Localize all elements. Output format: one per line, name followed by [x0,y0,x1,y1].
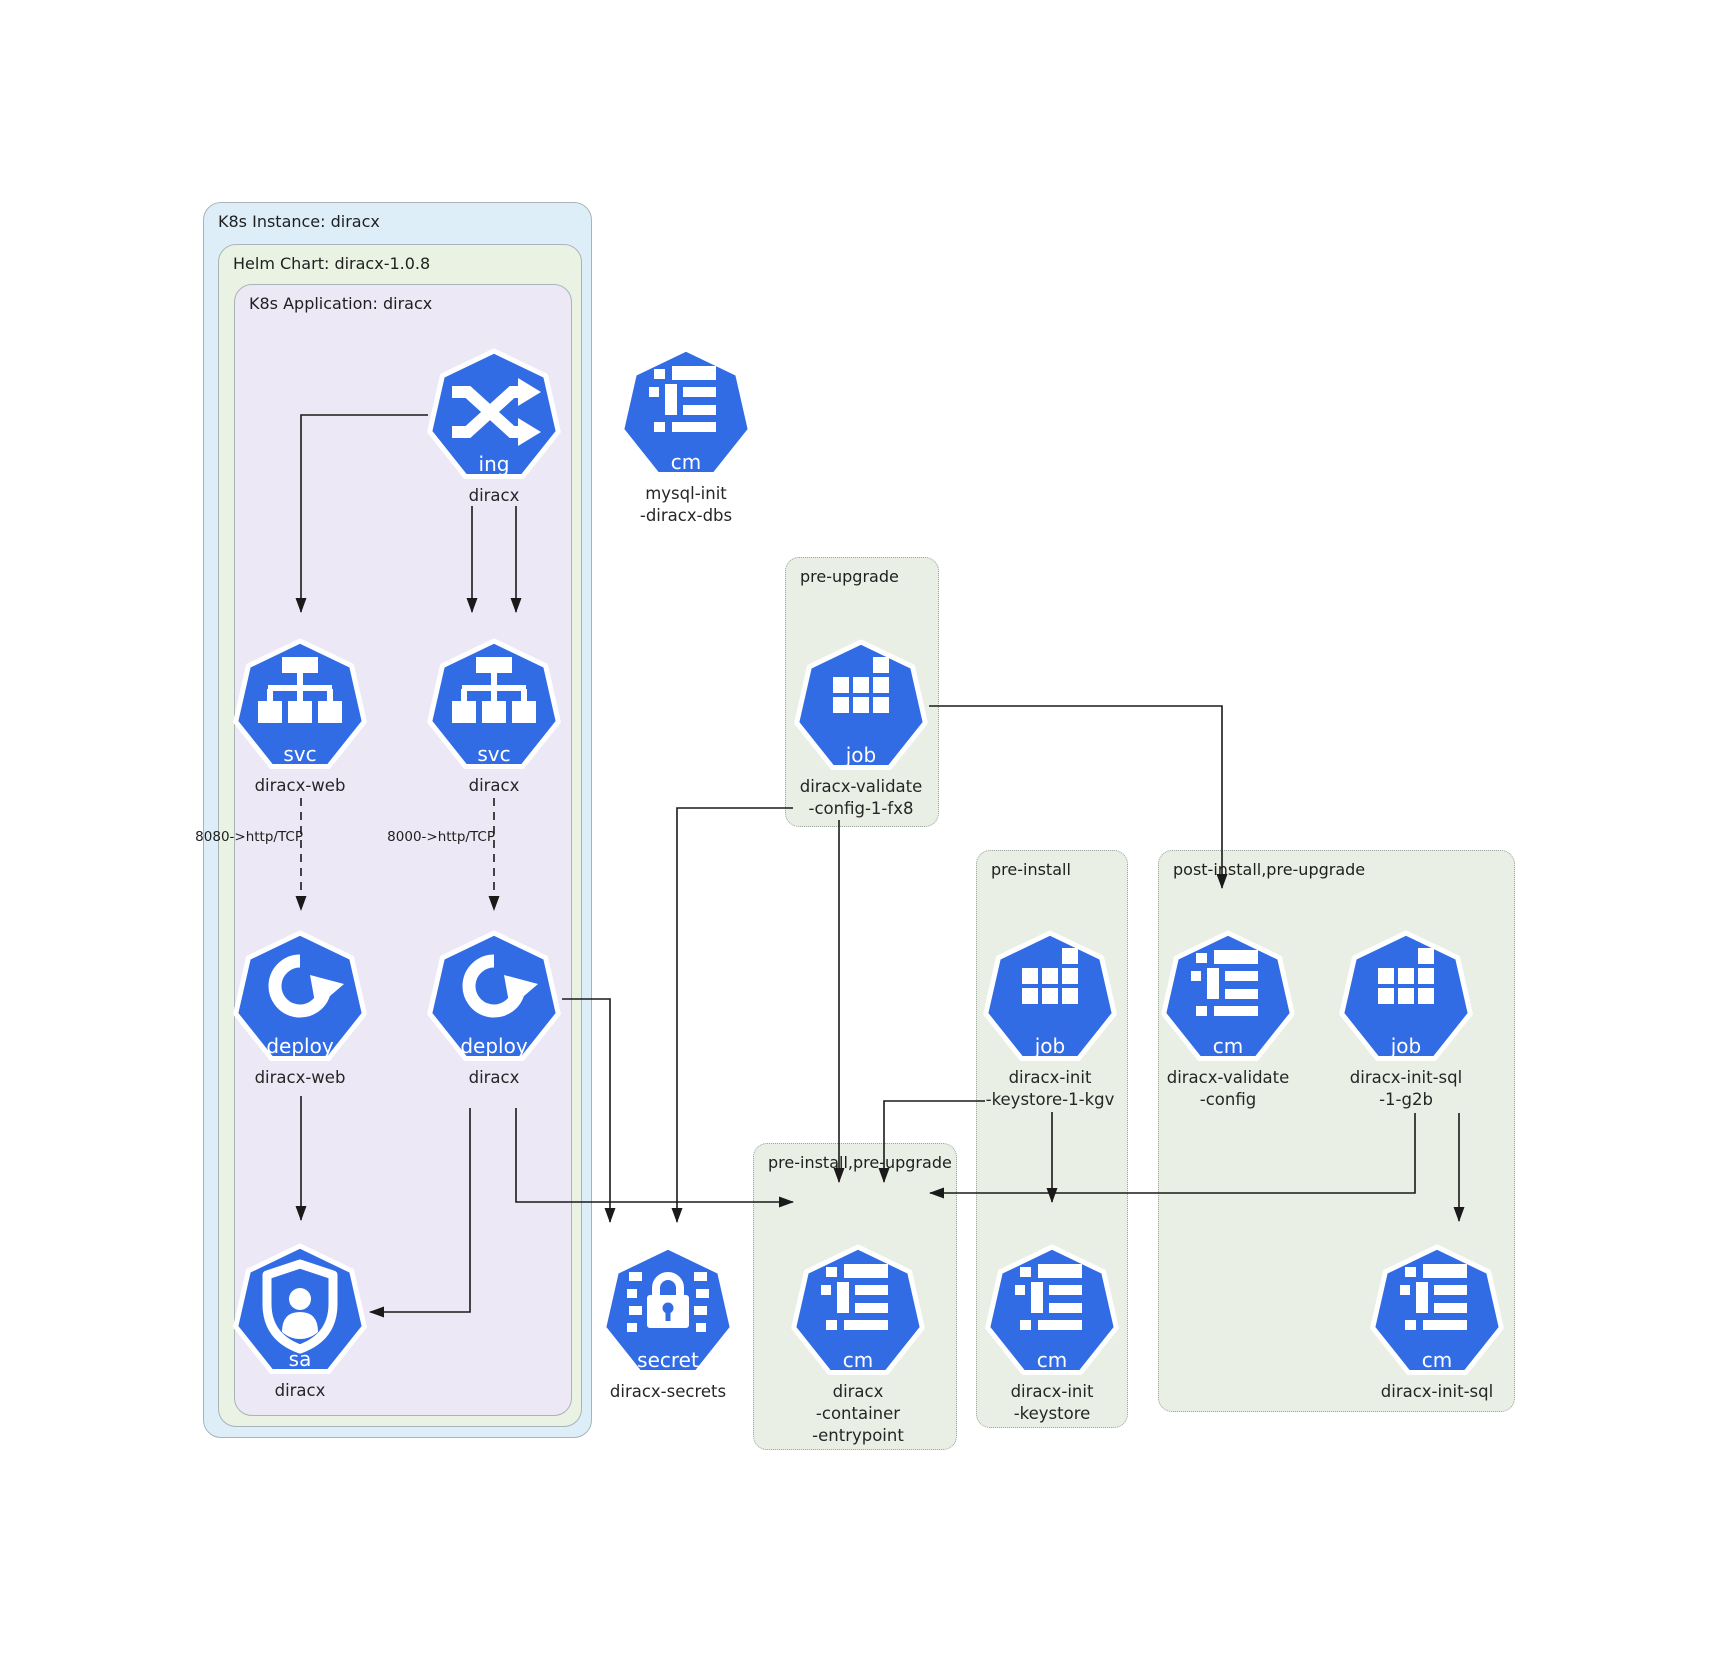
group-label-hook-pre-install: pre-install [991,860,1071,879]
port-label: 8000->http/TCP [387,829,495,845]
label-line: -entrypoint [812,1426,904,1445]
label-line: diracx-secrets [609,1382,727,1401]
node-label-cm-diracx-validate-config: diracx-validate -config [1113,1067,1343,1111]
resource-kind: deploy [266,1034,333,1058]
label-line: -keystore-1-kgv [985,1090,1115,1109]
resource-kind: cm [671,450,701,474]
resource-kind: job [845,743,877,767]
deployment-icon: deploy [233,930,367,1061]
label-line: -1-g2b [1379,1090,1433,1109]
resource-kind: cm [1037,1348,1067,1372]
resource-kind: deploy [460,1034,527,1058]
node-job-diracx-validate-config-1-fx8: job [786,633,936,783]
label-line: diracx-validate [1166,1068,1290,1087]
label-line: -diracx-dbs [639,506,733,525]
node-secret-diracx-secrets: secret [593,1238,743,1388]
group-label-helm: Helm Chart: diracx-1.0.8 [233,254,431,273]
node-label-deploy-diracx-web: diracx-web [185,1067,415,1089]
job-icon: job [1339,930,1473,1061]
node-label-job-diracx-init-keystore-1-kgv: diracx-init -keystore-1-kgv [935,1067,1165,1111]
node-label-secret-diracx-secrets: diracx-secrets [553,1381,783,1403]
resource-kind: job [1034,1034,1066,1058]
node-job-diracx-init-sql-1-g2b: job [1331,924,1481,1074]
node-label-cm-diracx-init-sql: diracx-init-sql [1322,1381,1552,1403]
label-line: diracx [468,1068,520,1087]
node-sa-diracx: sa [225,1237,375,1387]
node-label-svc-diracx: diracx [379,775,609,797]
label-line: diracx-init [1010,1382,1094,1401]
configmap-icon: cm [1370,1244,1504,1375]
resource-kind: cm [843,1348,873,1372]
resource-kind: job [1390,1034,1422,1058]
configmap-icon: cm [985,1244,1119,1375]
label-line: diracx-init [1008,1068,1092,1087]
label-line: -config-1-fx8 [808,799,914,818]
node-label-sa-diracx: diracx [185,1380,415,1402]
label-line: diracx [468,776,520,795]
node-cm-mysql-init-diracx-dbs: cm [611,340,761,490]
job-icon: job [794,639,928,770]
node-ing-diracx: ing [419,342,569,492]
label-line: diracx-web [254,776,346,795]
group-label-hook-pre-install-pre-upgrade: pre-install,pre-upgrade [768,1153,952,1172]
node-label-job-diracx-init-sql-1-g2b: diracx-init-sql -1-g2b [1291,1067,1521,1111]
resource-kind: cm [1422,1348,1452,1372]
label-line: diracx [832,1382,884,1401]
label-line: diracx-init-sql [1380,1382,1494,1401]
node-label-svc-diracx-web: diracx-web [185,775,415,797]
node-deploy-diracx-web: deploy [225,924,375,1074]
resource-kind: ing [479,452,510,476]
node-label-cm-diracx-init-keystore: diracx-init -keystore [937,1381,1167,1425]
resource-kind: secret [637,1348,699,1372]
label-line: diracx [274,1381,326,1400]
group-label-hook-pre-upgrade: pre-upgrade [800,567,899,586]
node-deploy-diracx: deploy [419,924,569,1074]
node-label-cm-diracx-container-entrypoint: diracx -container -entrypoint [743,1381,973,1447]
node-svc-diracx-web: svc [225,632,375,782]
node-job-diracx-init-keystore-1-kgv: job [975,924,1125,1074]
label-line: diracx-validate [799,777,923,796]
job-icon: job [983,930,1117,1061]
label-line: diracx-web [254,1068,346,1087]
node-svc-diracx: svc [419,632,569,782]
node-label-job-diracx-validate-config-1-fx8: diracx-validate -config-1-fx8 [746,776,976,820]
label-line: -keystore [1013,1404,1091,1423]
resource-kind: cm [1213,1034,1243,1058]
serviceaccount-icon: sa [233,1243,367,1374]
secret-icon: secret [601,1244,735,1375]
node-cm-diracx-init-sql: cm [1362,1238,1512,1388]
node-cm-diracx-init-keystore: cm [977,1238,1127,1388]
resource-kind: sa [289,1347,312,1371]
label-line: -config [1199,1090,1257,1109]
label-line: -container [815,1404,901,1423]
group-label-hook-post-install-pre-upgrade: post-install,pre-upgrade [1173,860,1366,879]
node-cm-diracx-container-entrypoint: cm [783,1238,933,1388]
resource-kind: svc [477,742,510,766]
service-icon: svc [233,638,367,769]
port-label: 8080->http/TCP [195,829,303,845]
node-label-deploy-diracx: diracx [379,1067,609,1089]
ingress-icon: ing [427,348,561,479]
label-line: mysql-init [645,484,727,503]
group-label-app: K8s Application: diracx [249,294,433,313]
resource-kind: svc [283,742,316,766]
node-cm-diracx-validate-config: cm [1153,924,1303,1074]
service-icon: svc [427,638,561,769]
configmap-icon: cm [791,1244,925,1375]
node-label-cm-mysql-init-diracx-dbs: mysql-init -diracx-dbs [571,483,801,527]
label-line: diracx-init-sql [1349,1068,1463,1087]
deployment-icon: deploy [427,930,561,1061]
configmap-icon: cm [619,346,753,477]
configmap-icon: cm [1161,930,1295,1061]
node-label-ing-diracx: diracx [379,485,609,507]
group-label-instance: K8s Instance: diracx [218,212,380,231]
label-line: diracx [468,486,520,505]
